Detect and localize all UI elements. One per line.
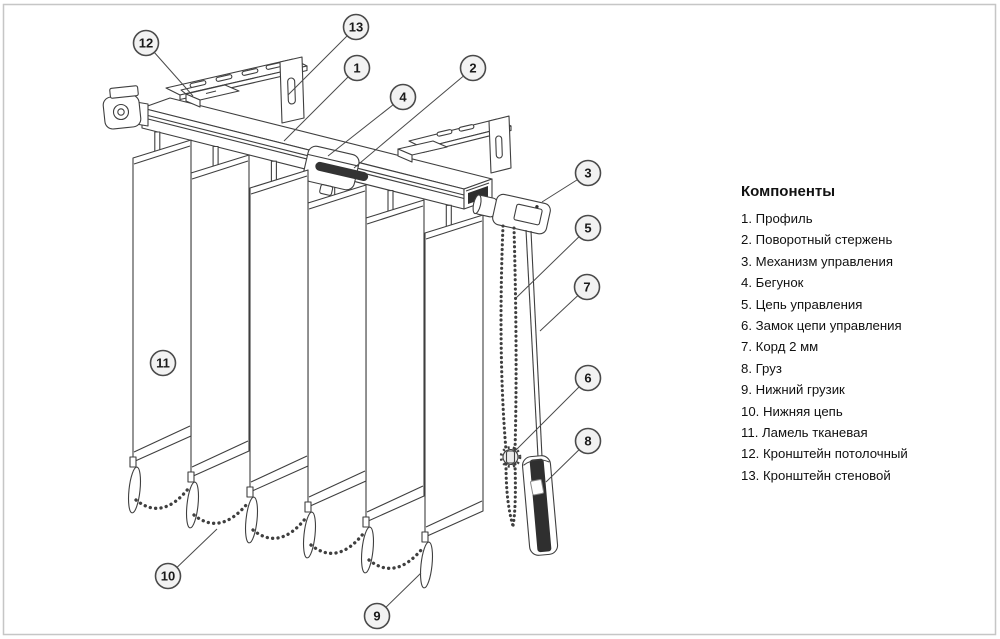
callout-10: 10: [154, 528, 218, 590]
callout-9: 9: [363, 572, 422, 630]
fabric-slats: [132, 139, 484, 538]
callout-6: 6: [513, 364, 602, 453]
slat-6: [424, 214, 484, 538]
legend-item-1: 1. Профиль: [741, 211, 813, 226]
legend-list: 1. Профиль 2. Поворотный стержень 3. Мех…: [741, 208, 908, 486]
svg-text:1: 1: [353, 61, 360, 76]
callout-11: 11: [149, 349, 177, 377]
ceiling-bracket-right: [397, 140, 448, 163]
control-mechanism: [472, 193, 551, 235]
legend-item-5: 5. Цепь управления: [741, 296, 863, 312]
callout-1: 1: [283, 54, 371, 142]
bottom-weight: [419, 531, 434, 589]
legend-item-13: 13. Кронштейн стеновой: [741, 467, 891, 483]
control-cord: [525, 229, 543, 458]
svg-text:6: 6: [584, 371, 591, 386]
svg-text:5: 5: [584, 221, 591, 236]
bottom-weight: [244, 486, 259, 544]
slat-4: [307, 184, 367, 508]
legend-item-4: 4. Бегунок: [741, 275, 804, 291]
wall-bracket-left: [165, 56, 308, 124]
weight-label: [530, 479, 545, 496]
rail-end-cap: [102, 85, 149, 130]
callout-5: 5: [515, 214, 602, 299]
bottom-weight: [185, 471, 200, 529]
cord-weight: [521, 455, 559, 556]
page-border: [2, 3, 997, 636]
legend-item-12: 12. Кронштейн потолочный: [741, 446, 908, 462]
legend-item-2: 2. Поворотный стержень: [741, 232, 893, 248]
svg-text:13: 13: [349, 20, 363, 35]
callout-7: 7: [539, 273, 601, 332]
svg-text:3: 3: [584, 166, 591, 181]
callout-4: 4: [327, 83, 417, 157]
callout-12: 12: [132, 29, 194, 97]
legend-item-6: 6. Замок цепи управления: [741, 318, 902, 334]
svg-text:4: 4: [399, 90, 407, 105]
callout-3: 3: [541, 159, 602, 203]
runner-carrier: [302, 145, 369, 196]
svg-text:7: 7: [583, 280, 590, 295]
bottom-chains: [134, 487, 424, 570]
legend-item-11: 11. Ламель тканевая: [741, 425, 868, 441]
legend-item-7: 7. Корд 2 мм: [741, 339, 819, 355]
bottom-weight: [360, 516, 375, 574]
legend-item-9: 9. Нижний грузик: [741, 382, 845, 398]
legend-item-10: 10. Нижняя цепь: [741, 403, 843, 419]
svg-text:9: 9: [373, 609, 380, 624]
legend-title: Компоненты: [741, 183, 836, 200]
svg-text:12: 12: [139, 36, 153, 51]
chain-lock: [499, 446, 522, 468]
svg-text:10: 10: [161, 569, 175, 584]
svg-text:2: 2: [469, 61, 476, 76]
bottom-weight: [302, 501, 317, 559]
slat-5: [365, 199, 425, 523]
components-legend: Компоненты 1. Профиль 2. Поворотный стер…: [741, 183, 908, 486]
callout-8: 8: [545, 427, 602, 483]
svg-text:11: 11: [156, 356, 170, 371]
callout-13: 13: [287, 13, 370, 96]
svg-text:8: 8: [584, 434, 591, 449]
bottom-weights: [127, 456, 434, 589]
tilt-rod: [315, 161, 369, 182]
control-chain: [499, 224, 518, 528]
slat-2: [190, 154, 250, 478]
bottom-weight: [127, 456, 142, 514]
callout-2: 2: [353, 54, 487, 169]
legend-item-3: 3. Механизм управления: [741, 253, 893, 269]
legend-item-8: 8. Груз: [741, 360, 782, 376]
slat-3: [249, 169, 309, 493]
ceiling-bracket-left: [180, 84, 240, 108]
slat-1: [132, 139, 192, 463]
